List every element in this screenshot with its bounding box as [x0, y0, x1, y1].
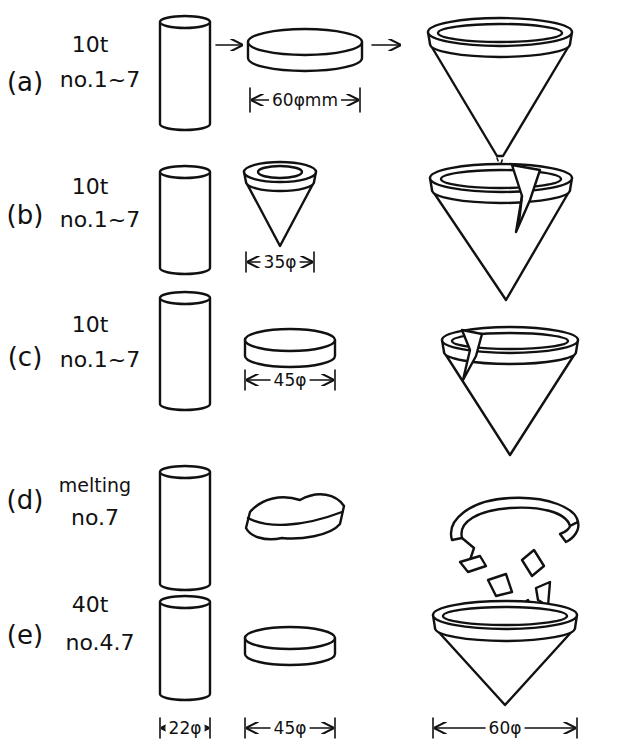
load-value: 10t — [72, 175, 109, 199]
cylinder-specimen — [160, 298, 210, 410]
specimen-number: no.1~7 — [60, 68, 140, 92]
small-cone — [258, 166, 302, 178]
formed-cone — [428, 18, 572, 46]
cylinder-specimen — [160, 172, 210, 274]
dimension-line — [359, 88, 361, 112]
flattened-disc — [248, 29, 362, 71]
dimension-line — [245, 370, 335, 390]
cracked-cone — [430, 164, 572, 300]
row-letter: (c) — [8, 343, 43, 372]
process-arrow — [372, 44, 400, 46]
formed-cone — [430, 44, 570, 156]
dimension-line — [246, 252, 314, 272]
melted-blob — [248, 512, 342, 525]
specimen-number: no.1~7 — [60, 348, 140, 372]
broken-ring — [462, 538, 474, 560]
dimension-line — [244, 370, 246, 390]
formed-cone — [443, 607, 567, 625]
dimension-line — [245, 252, 247, 272]
flattened-disc — [245, 627, 335, 665]
load-value: 10t — [72, 313, 109, 337]
cracked-cone — [444, 352, 576, 455]
fragment — [460, 556, 486, 572]
cracked-cone — [432, 190, 570, 300]
cylinder-specimen — [160, 472, 210, 590]
specimen-number: no.7 — [71, 506, 119, 530]
flattened-disc — [245, 627, 335, 649]
cracked-cone — [462, 330, 482, 380]
cylinder-specimen — [160, 466, 210, 478]
cylinder-specimen — [160, 596, 210, 608]
flattened-disc — [245, 329, 335, 367]
load-value: 10t — [72, 33, 109, 57]
cylinder-specimen — [160, 16, 210, 28]
formed-cone — [433, 601, 577, 629]
cracked-cone — [441, 170, 561, 188]
cylinder-specimen — [160, 16, 210, 700]
row-letter: (b) — [7, 201, 44, 230]
small-cone — [244, 162, 316, 246]
dimension-label: 45φ — [271, 371, 310, 390]
dimension-line — [576, 718, 578, 738]
dimension-label: 60φmm — [269, 91, 341, 110]
process-arrow — [216, 44, 242, 46]
dimension-label: 35φ — [261, 253, 300, 272]
specimen-number: no.4.7 — [66, 631, 135, 655]
cylinder-specimen — [160, 22, 210, 130]
melted-blob — [246, 494, 344, 539]
cylinder-specimen — [160, 166, 210, 178]
small-cone — [244, 162, 316, 182]
formed-cone — [433, 601, 577, 705]
broken-ring — [451, 498, 578, 560]
dimension-line — [250, 88, 360, 112]
cylinder-specimen — [160, 292, 210, 304]
dimension-line — [313, 252, 315, 272]
row-letter: (d) — [7, 486, 44, 515]
row-letter: (e) — [7, 621, 43, 650]
dimension-line — [334, 370, 336, 390]
cracked-cone — [430, 164, 572, 192]
dimension-label: 45φ — [271, 719, 310, 738]
dimension-label: 22φ — [166, 719, 205, 738]
dimension-line — [244, 718, 246, 738]
dimension-line — [432, 718, 434, 738]
dimension-line — [334, 718, 336, 738]
cracked-cone — [512, 165, 540, 232]
cylinder-specimen — [160, 602, 210, 700]
flattened-disc — [245, 329, 335, 351]
formed-cone — [438, 24, 562, 42]
dimension-line — [159, 718, 161, 738]
fragment — [488, 574, 512, 596]
specimen-number: no.1~7 — [60, 208, 140, 232]
dimension-line — [209, 718, 211, 738]
dimension-label: 60φ — [486, 719, 525, 738]
broken-ring — [560, 522, 578, 542]
load-value: 40t — [72, 593, 109, 617]
row-letter: (a) — [7, 68, 43, 97]
fragment — [522, 550, 544, 576]
melted-blob — [246, 494, 344, 539]
cracked-cone — [519, 196, 522, 222]
flattened-disc — [248, 29, 362, 55]
dimension-line — [160, 718, 577, 738]
formed-cone — [428, 18, 572, 166]
dimension-line — [249, 88, 251, 112]
condition-note: melting — [59, 475, 131, 496]
cracked-cone — [442, 327, 578, 455]
